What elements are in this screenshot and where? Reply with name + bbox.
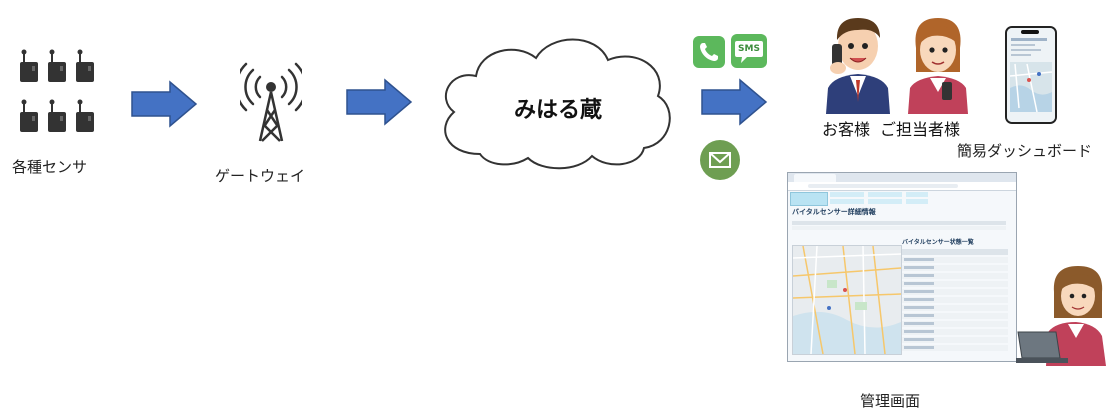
mail-icon: [700, 140, 740, 180]
admin-nav-tab: [830, 192, 864, 197]
sms-label: SMS: [738, 44, 760, 54]
browser-tab: [794, 174, 836, 182]
operator-avatar: [1016, 262, 1112, 366]
admin-list-title: バイタルセンサー状態一覧: [902, 239, 974, 246]
admin-nav-tab: [868, 199, 902, 204]
info-table-row: [792, 226, 1006, 230]
cloud-label: みはる蔵: [514, 98, 603, 123]
flow-arrow-2: [345, 78, 415, 126]
admin-screen: バイタルセンサー詳細情報 バイタルセンサー状態一覧: [787, 172, 1017, 362]
customer-avatar: [818, 6, 898, 114]
admin-nav: [790, 192, 1014, 206]
staff-label: ご担当者様: [880, 120, 961, 139]
flow-arrow-1: [130, 80, 200, 128]
admin-nav-tab: [906, 192, 928, 197]
phone-call-icon: [693, 36, 725, 68]
admin-map: [792, 245, 902, 355]
sensors-label: 各種センサ: [12, 158, 88, 176]
customer-label: お客様: [822, 120, 871, 139]
admin-nav-tab: [906, 199, 928, 204]
admin-page-title: バイタルセンサー詳細情報: [792, 208, 876, 216]
flow-arrow-3: [700, 78, 770, 126]
dashboard-phone: [1005, 26, 1057, 124]
admin-nav-tab: [868, 192, 902, 197]
info-table-header: [792, 221, 1006, 225]
antenna-tower-icon: [235, 62, 307, 142]
gateway-label: ゲートウェイ: [215, 167, 306, 185]
admin-label: 管理画面: [860, 392, 921, 410]
cloud-icon: [444, 38, 671, 170]
browser-chrome: [788, 173, 1016, 182]
staff-avatar: [902, 8, 974, 114]
sensors-group: [18, 48, 108, 138]
sms-icon: SMS: [731, 34, 767, 68]
cloud-group: みはる蔵: [432, 26, 678, 176]
info-table: [792, 221, 1006, 231]
gateway-group: [235, 55, 307, 145]
browser-url-field: [808, 184, 958, 188]
admin-list: [902, 249, 1008, 353]
admin-nav-tab: [790, 192, 828, 206]
admin-nav-tab: [830, 199, 864, 204]
sensor-devices-icon: [20, 49, 94, 132]
dashboard-preview: [1007, 28, 1055, 122]
dashboard-label: 簡易ダッシュボード: [957, 142, 1093, 160]
